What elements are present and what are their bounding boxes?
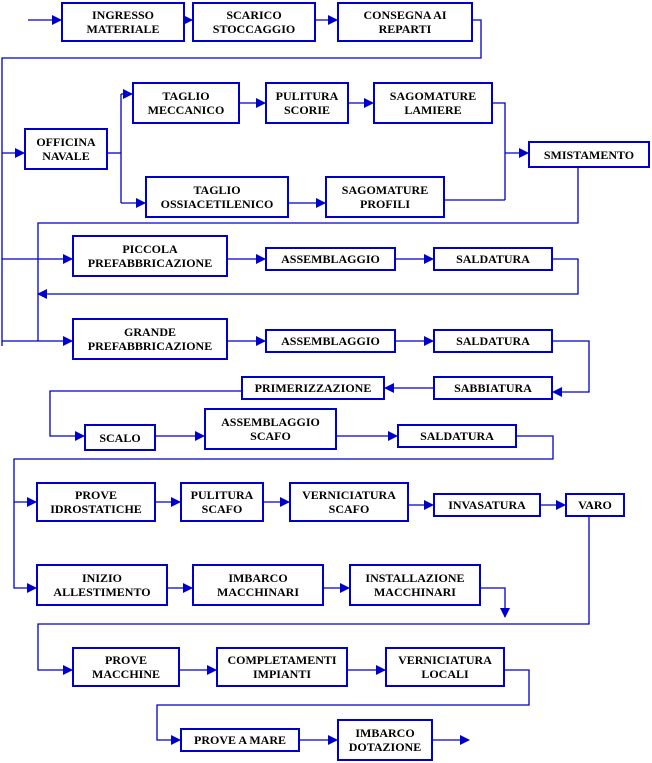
- step-scalo: SCALO: [84, 424, 156, 451]
- step-assemblaggio-1: ASSEMBLAGGIO: [265, 247, 396, 271]
- step-ingresso-materiale: INGRESSO MATERIALE: [61, 2, 185, 42]
- step-consegna-reparti: CONSEGNA AI REPARTI: [337, 2, 473, 42]
- step-invasatura: INVASATURA: [433, 493, 541, 517]
- step-saldatura-2: SALDATURA: [433, 329, 553, 353]
- step-installazione-macchinari: INSTALLAZIONE MACCHINARI: [349, 564, 481, 606]
- step-prove-macchine: PROVE MACCHINE: [72, 647, 180, 687]
- connector-39: [481, 587, 510, 618]
- step-pulitura-scorie: PULITURA SCORIE: [265, 82, 349, 124]
- connector-12: [493, 102, 506, 200]
- step-smistamento: SMISTAMENTO: [528, 141, 650, 168]
- step-sabbiatura: SABBIATURA: [433, 376, 553, 400]
- step-prove-idrostatiche: PROVE IDROSTATICHE: [36, 482, 156, 522]
- step-primerizzazione: PRIMERIZZAZIONE: [241, 376, 385, 400]
- step-grande-prefabbricazione: GRANDE PREFABBRICAZIONE: [72, 318, 228, 360]
- step-taglio-ossiacetilenico: TAGLIO OSSIACETILENICO: [145, 176, 289, 218]
- step-verniciatura-scafo: VERNICIATURA SCAFO: [289, 482, 409, 522]
- connector-31: [13, 435, 554, 593]
- connector-43: [156, 669, 530, 745]
- step-imbarco-macchinari: IMBARCO MACCHINARI: [192, 564, 324, 606]
- connector-40: [37, 517, 590, 675]
- step-varo: VARO: [565, 493, 625, 517]
- step-saldatura-1: SALDATURA: [433, 247, 553, 271]
- step-sagomature-lamiere: SAGOMATURE LAMIERE: [373, 82, 493, 124]
- connector-26: [552, 340, 590, 397]
- step-pulitura-scafo: PULITURA SCAFO: [180, 482, 264, 522]
- step-taglio-meccanico: TAGLIO MECCANICO: [132, 82, 240, 124]
- step-saldatura-3: SALDATURA: [397, 424, 517, 448]
- step-prove-a-mare: PROVE A MARE: [180, 728, 300, 752]
- step-inizio-allestimento: INIZIO ALLESTIMENTO: [36, 564, 168, 606]
- step-completamenti-impianti: COMPLETAMENTI IMPIANTI: [216, 647, 348, 687]
- step-assemblaggio-2: ASSEMBLAGGIO: [265, 329, 396, 353]
- connector-28: [49, 390, 241, 441]
- connector-16: [37, 168, 579, 341]
- connector-23: [37, 258, 579, 299]
- step-scarico-stoccaggio: SCARICO STOCCAGGIO: [192, 2, 316, 42]
- step-imbarco-dotazione: IMBARCO DOTAZIONE: [337, 719, 433, 761]
- step-sagomature-profili: SAGOMATURE PROFILI: [325, 176, 445, 218]
- step-assemblaggio-scafo: ASSEMBLAGGIO SCAFO: [204, 408, 337, 450]
- connector-4: [1, 19, 482, 346]
- step-verniciatura-locali: VERNICIATURA LOCALI: [385, 647, 505, 687]
- step-officina-navale: OFFICINA NAVALE: [24, 128, 108, 170]
- step-piccola-prefabbricazione: PICCOLA PREFABBRICAZIONE: [72, 235, 228, 277]
